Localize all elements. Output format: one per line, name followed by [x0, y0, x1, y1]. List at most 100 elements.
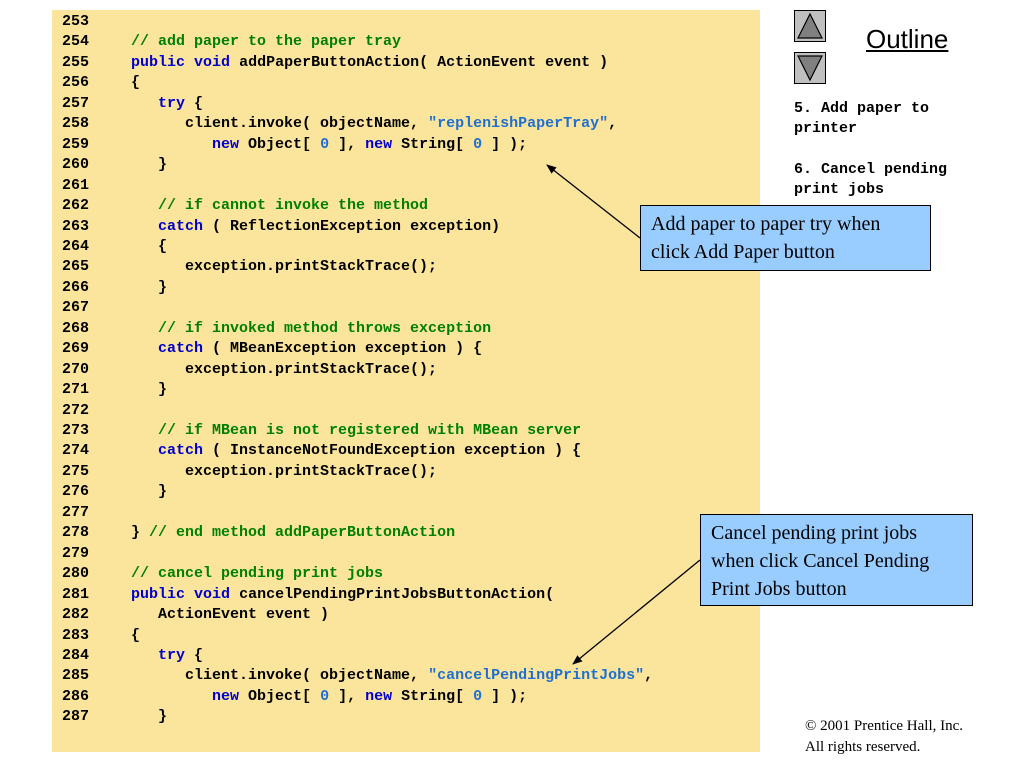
code-text: } — [104, 381, 168, 399]
line-number: 279 — [62, 544, 90, 562]
code-string: "cancelPendingPrintJobs" — [428, 667, 645, 685]
line-number: 276 — [62, 483, 90, 501]
code-text: } — [104, 524, 150, 542]
line-number: 275 — [62, 462, 90, 480]
code-keyword: new — [212, 135, 240, 153]
code-line: 280 // cancel pending print jobs — [52, 564, 383, 584]
code-keyword: void — [194, 585, 231, 603]
code-number: 0 — [473, 135, 483, 153]
code-comment: // if invoked method throws exception — [158, 319, 492, 337]
code-text: { — [185, 94, 204, 112]
code-line: 285 client.invoke( objectName, "cancelPe… — [52, 666, 653, 686]
line-number: 274 — [62, 442, 90, 460]
line-number: 259 — [62, 135, 90, 153]
line-number: 285 — [62, 667, 90, 685]
line-number: 258 — [62, 115, 90, 133]
code-keyword: public — [131, 53, 186, 71]
code-keyword: try — [158, 94, 186, 112]
code-text: String[ — [392, 135, 474, 153]
line-number: 264 — [62, 237, 90, 255]
code-line: 259 new Object[ 0 ], new String[ 0 ] ); — [52, 135, 527, 155]
code-line: 255 public void addPaperButtonAction( Ac… — [52, 53, 608, 73]
line-number: 261 — [62, 176, 90, 194]
copyright-line: © 2001 Prentice Hall, Inc. — [805, 718, 964, 734]
line-number: 272 — [62, 401, 90, 419]
line-number: 280 — [62, 565, 90, 583]
callout-arrow-cancel-jobs — [572, 559, 701, 665]
code-text: client.invoke( objectName, — [104, 115, 429, 133]
triangle-down-icon — [797, 55, 823, 82]
code-line: 277 — [52, 503, 104, 523]
code-string: "replenishPaperTray" — [428, 115, 609, 133]
rights-line: All rights reserved. — [805, 739, 921, 755]
line-number: 278 — [62, 524, 90, 542]
line-number: 273 — [62, 422, 90, 439]
code-text: exception.printStackTrace(); — [104, 462, 438, 480]
line-number: 282 — [62, 606, 90, 624]
code-line: 275 exception.printStackTrace(); — [52, 462, 437, 482]
code-comment: // if cannot invoke the method — [158, 197, 429, 215]
line-number: 277 — [62, 503, 90, 521]
code-line: 261 — [52, 176, 104, 196]
code-keyword: public — [131, 585, 186, 603]
line-number: 287 — [62, 708, 90, 726]
code-number: 0 — [320, 687, 330, 705]
code-number: 0 — [473, 687, 483, 705]
outline-title[interactable]: Outline — [866, 24, 949, 54]
code-keyword: catch — [158, 217, 204, 235]
code-text: ( MBeanException exception ) { — [203, 340, 483, 358]
code-line: 253 — [52, 12, 104, 32]
line-number: 255 — [62, 53, 90, 71]
code-text: { — [104, 237, 168, 255]
code-text: { — [185, 646, 204, 664]
code-line: 286 new Object[ 0 ], new String[ 0 ] ); — [52, 687, 527, 707]
line-number: 270 — [62, 360, 90, 378]
callout-add-paper: Add paper to paper try when click Add Pa… — [640, 205, 931, 271]
code-keyword: new — [212, 687, 240, 705]
code-text: , — [644, 667, 654, 685]
code-text: String[ — [392, 687, 474, 705]
code-line: 279 — [52, 544, 104, 564]
code-text: ], — [329, 687, 366, 705]
code-line: 262 // if cannot invoke the method — [52, 196, 428, 216]
code-text: ] ); — [482, 135, 528, 153]
line-number: 256 — [62, 74, 90, 92]
code-text: , — [608, 115, 618, 133]
code-line: 265 exception.printStackTrace(); — [52, 257, 437, 277]
code-line: 268 // if invoked method throws exceptio… — [52, 319, 491, 339]
code-comment: // add paper to the paper tray — [131, 33, 402, 51]
code-text: ActionEvent event ) — [104, 606, 330, 624]
code-line: 266 } — [52, 278, 167, 298]
code-text: ( InstanceNotFoundException exception ) … — [203, 442, 582, 460]
code-keyword: new — [365, 687, 393, 705]
copyright-notice: © 2001 Prentice Hall, Inc. All rights re… — [805, 716, 963, 758]
code-text: } — [104, 156, 168, 174]
code-line: 267 — [52, 298, 104, 318]
line-number: 267 — [62, 299, 90, 317]
code-line: 274 catch ( InstanceNotFoundException ex… — [52, 441, 581, 461]
line-number: 284 — [62, 646, 90, 664]
code-text: ( ReflectionException exception) — [203, 217, 501, 235]
code-line: 272 — [52, 401, 104, 421]
code-comment: // cancel pending print jobs — [131, 565, 384, 583]
code-comment: // end method addPaperButtonAction — [149, 524, 456, 542]
code-keyword: new — [365, 135, 393, 153]
callout-arrow-add-paper — [546, 164, 641, 239]
code-text: client.invoke( objectName, — [104, 667, 429, 685]
line-number: 269 — [62, 340, 90, 358]
next-slide-button[interactable] — [794, 52, 826, 84]
code-line: 254 // add paper to the paper tray — [52, 32, 401, 52]
line-number: 263 — [62, 217, 90, 235]
code-keyword: catch — [158, 340, 204, 358]
code-text: } — [104, 278, 168, 296]
line-number: 268 — [62, 319, 90, 337]
code-number: 0 — [320, 135, 330, 153]
outline-item-add-paper: 5. Add paper to printer — [794, 100, 930, 137]
code-text: exception.printStackTrace(); — [104, 258, 438, 276]
code-line: 281 public void cancelPendingPrintJobsBu… — [52, 585, 554, 605]
code-text: { — [104, 626, 141, 644]
code-line: 256 { — [52, 73, 140, 93]
line-number: 265 — [62, 258, 90, 276]
previous-slide-button[interactable] — [794, 10, 826, 42]
